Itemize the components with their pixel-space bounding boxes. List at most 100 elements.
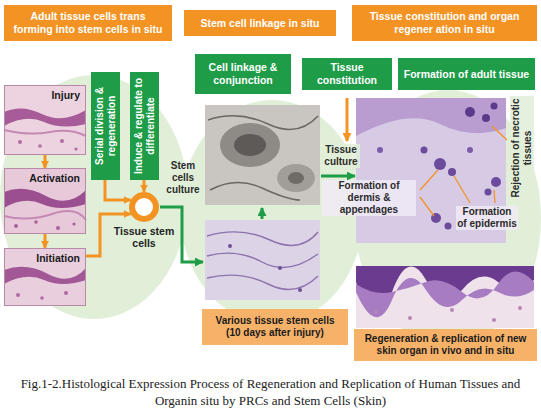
cell-cluster (377, 147, 383, 153)
tissue-fiber (207, 275, 318, 289)
cell-dot (374, 310, 378, 314)
cell-dot (74, 147, 77, 150)
node-text: Activation (29, 172, 80, 184)
cell-cluster (445, 223, 452, 230)
epidermis-band (356, 271, 534, 317)
node-text: Tissue constitution (307, 61, 387, 86)
cell-dot (492, 318, 496, 322)
leader-line (420, 197, 434, 216)
step-header: Cell linkage & conjunction (195, 54, 291, 94)
node-text: Adult tissue cells trans forming into st… (10, 10, 166, 35)
leader-line (454, 176, 470, 203)
node-text: Formation of adult tissue (404, 68, 529, 81)
cell-cluster (434, 158, 446, 170)
callout-label: Formation of epidermis (456, 206, 518, 230)
cell-dot (450, 308, 454, 312)
cell-dot (16, 293, 20, 297)
flow-arrow (261, 208, 264, 219)
tissue-fiber (207, 253, 318, 267)
node-text: Stem cell linkage in situ (200, 17, 319, 30)
stage-ellipse (355, 90, 541, 346)
cell-dot (278, 266, 282, 270)
cell-cluster (485, 189, 492, 196)
cell-dot (72, 222, 75, 225)
histology-image (356, 266, 534, 328)
cell-cluster (482, 114, 490, 122)
process-bar: Serial division & regeneration (91, 72, 120, 180)
result-box: Various tissue stem cells (10 days after… (202, 309, 348, 345)
stage-ellipse (0, 75, 188, 319)
node-text: Cell linkage & conjunction (200, 61, 286, 86)
flow-arrow (346, 98, 349, 141)
flow-arrow (143, 180, 146, 192)
leader-line (492, 126, 507, 140)
stem-cell-ring: Tissue stem cells (129, 192, 159, 222)
stage-header: Adult tissue cells trans forming into st… (4, 5, 172, 41)
histology-image (205, 220, 320, 300)
node-text: Injury (51, 89, 80, 101)
node-text: Tissue constitution and organ regener at… (358, 10, 531, 35)
callout-label: Tissue culture (322, 144, 360, 168)
membrane-line (210, 182, 300, 200)
tissue-fiber (4, 211, 86, 220)
ring-outline (132, 195, 156, 219)
cell-dot (408, 316, 412, 320)
cell-body (277, 164, 315, 192)
stage-header: Tissue constitution and organ regener at… (352, 5, 537, 41)
cell-cluster (448, 168, 456, 176)
leader-line (420, 170, 438, 190)
callout-label: Formation of dermis & appendages (322, 180, 416, 216)
cell-dot (298, 288, 302, 292)
histology-panel: Injury (4, 85, 86, 155)
flow-arrow (105, 180, 131, 200)
figure-caption: Fig.1-2.Histological Expression Process … (6, 376, 535, 410)
membrane-line (208, 116, 318, 130)
cell-dot (56, 226, 60, 230)
node-text: Regeneration & replication of new skin o… (359, 333, 532, 357)
cell-nucleus (288, 172, 304, 184)
epidermis-band (4, 189, 86, 208)
histology-panel: Activation (4, 168, 86, 234)
cell-dot (518, 306, 522, 310)
tissue-fiber (207, 232, 318, 246)
callout-label: Stem cells culture (162, 160, 204, 196)
epidermis-band (4, 267, 86, 284)
cell-cluster (491, 103, 498, 110)
process-bar: Induce & regulate to differentiate (130, 72, 159, 180)
necrotic-layer (356, 98, 506, 136)
micrograph-image (205, 105, 320, 205)
flow-arrow (44, 234, 47, 248)
cell-dot (228, 244, 232, 248)
leader-line (494, 190, 495, 203)
ring-shape (129, 192, 159, 222)
cell-cluster (421, 147, 428, 154)
tissue-fiber (4, 130, 86, 136)
cell-dot (18, 140, 22, 144)
flow-arrow (321, 175, 355, 178)
node-text: Serial division & regeneration (94, 76, 117, 176)
flow-arrow (44, 155, 47, 168)
cell-dot (64, 291, 68, 295)
histology-panel: Initiation (4, 248, 86, 306)
cell-body (220, 123, 280, 167)
node-text: Various tissue stem cells (10 days after… (207, 315, 343, 339)
node-text: Induce & regulate to differentiate (133, 76, 156, 176)
step-header: Tissue constitution (302, 58, 392, 90)
cell-dot (14, 224, 18, 228)
step-header: Formation of adult tissue (398, 58, 535, 90)
callout-label: Rejection of necrotic tissues (510, 96, 534, 200)
cell-dot (34, 220, 38, 224)
histology-image (4, 168, 86, 234)
cell-dot (60, 139, 64, 143)
cell-dot (38, 144, 42, 148)
result-box: Regeneration & replication of new skin o… (354, 329, 537, 361)
node-text: Tissue stem cells (113, 225, 175, 249)
stage-header: Stem cell linkage in situ (184, 10, 336, 36)
histology-image (4, 85, 86, 155)
epidermis-band (4, 108, 86, 126)
cell-cluster (465, 107, 475, 117)
node-text: Initiation (36, 252, 80, 264)
cell-cluster (467, 147, 473, 153)
histology-image (4, 248, 86, 306)
